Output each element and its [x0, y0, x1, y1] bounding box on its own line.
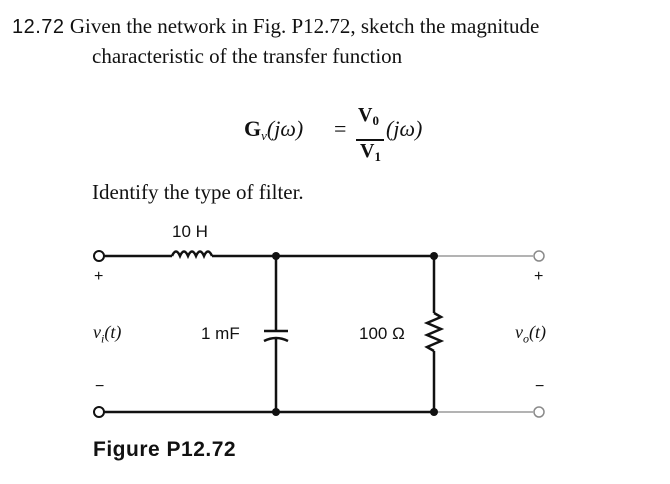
- numerator-symbol: V: [358, 104, 373, 126]
- input-terminal-bottom: [93, 406, 105, 418]
- problem-line-1: 12.72 Given the network in Fig. P12.72, …: [12, 14, 539, 39]
- gain-argument: (jω): [266, 116, 304, 141]
- output-plus-sign: +: [534, 268, 544, 285]
- problem-text-line-2: characteristic of the transfer function: [92, 44, 403, 68]
- output-voltage-label: vo(t): [515, 322, 546, 346]
- gain-subscript: v: [261, 128, 267, 143]
- node-top-right: [430, 252, 438, 260]
- node-bottom-right: [430, 408, 438, 416]
- capacitor-label: 1 mF: [201, 324, 240, 343]
- input-plus-sign: +: [94, 268, 104, 285]
- input-terminal-top: [93, 250, 105, 262]
- input-minus-sign: −: [95, 378, 105, 395]
- problem-number: 12.72: [12, 16, 65, 38]
- resistor-zigzag: [423, 311, 445, 353]
- input-voltage-label: vi(t): [93, 322, 122, 346]
- inductor-label: 10 H: [172, 222, 208, 241]
- numerator-subscript: 0: [372, 113, 379, 128]
- ratio-argument: (jω): [386, 116, 423, 141]
- inductor-coil: [170, 250, 214, 260]
- capacitor-plate-bottom: [263, 336, 289, 343]
- node-top-middle: [272, 252, 280, 260]
- problem-text-line-1: Given the network in Fig. P12.72, sketch…: [69, 14, 540, 38]
- gain-symbol: G: [244, 116, 262, 141]
- output-terminal-bottom: [533, 406, 545, 418]
- instruction-text: Identify the type of filter.: [92, 180, 304, 204]
- figure-caption: Figure P12.72: [93, 438, 237, 461]
- denominator-symbol: V: [360, 140, 375, 162]
- output-terminal-top: [533, 250, 545, 262]
- node-bottom-middle: [272, 408, 280, 416]
- fraction-bar: [356, 139, 384, 141]
- denominator-subscript: 1: [374, 149, 381, 164]
- output-minus-sign: −: [535, 378, 545, 395]
- equals-sign: =: [334, 116, 347, 141]
- resistor-label: 100 Ω: [359, 324, 405, 343]
